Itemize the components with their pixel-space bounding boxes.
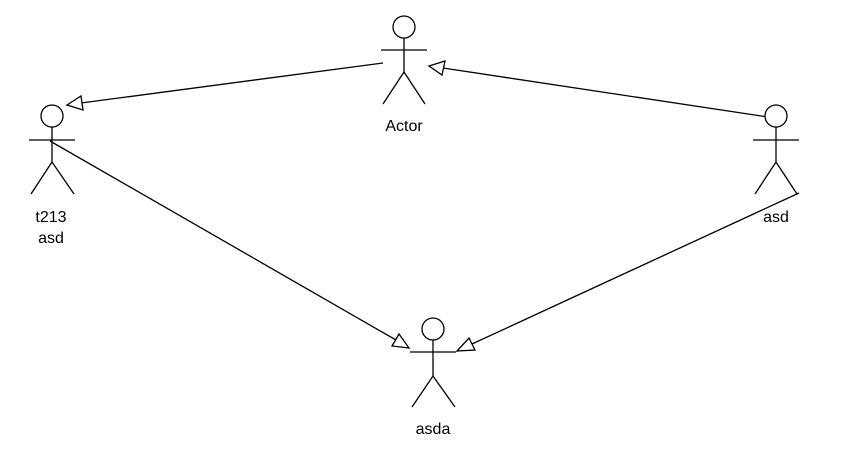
edge-t213-to-asda[interactable] (49, 140, 411, 349)
actor-label: asda (416, 421, 451, 438)
actor-node-asd[interactable]: asd (753, 104, 799, 226)
stick-figure-icon (753, 104, 799, 195)
actor-label: Actor (385, 118, 423, 135)
edge-actor-to-t213[interactable] (65, 62, 384, 111)
actor-node-asda[interactable]: asda (410, 317, 456, 438)
actor-label-line-1: t213 (35, 209, 66, 226)
actor-label: asd (763, 209, 789, 226)
stick-figure-icon (29, 104, 75, 195)
actor-node-actor[interactable]: Actor (381, 15, 427, 135)
stick-figure-icon (381, 15, 427, 105)
actor-label-line-2: asd (38, 230, 64, 247)
actor-node-t213[interactable]: t213 asd (29, 104, 75, 247)
stick-figure-icon (410, 317, 456, 408)
edge-asd-to-asda[interactable] (455, 192, 800, 352)
edge-asd-to-actor[interactable] (427, 60, 769, 118)
